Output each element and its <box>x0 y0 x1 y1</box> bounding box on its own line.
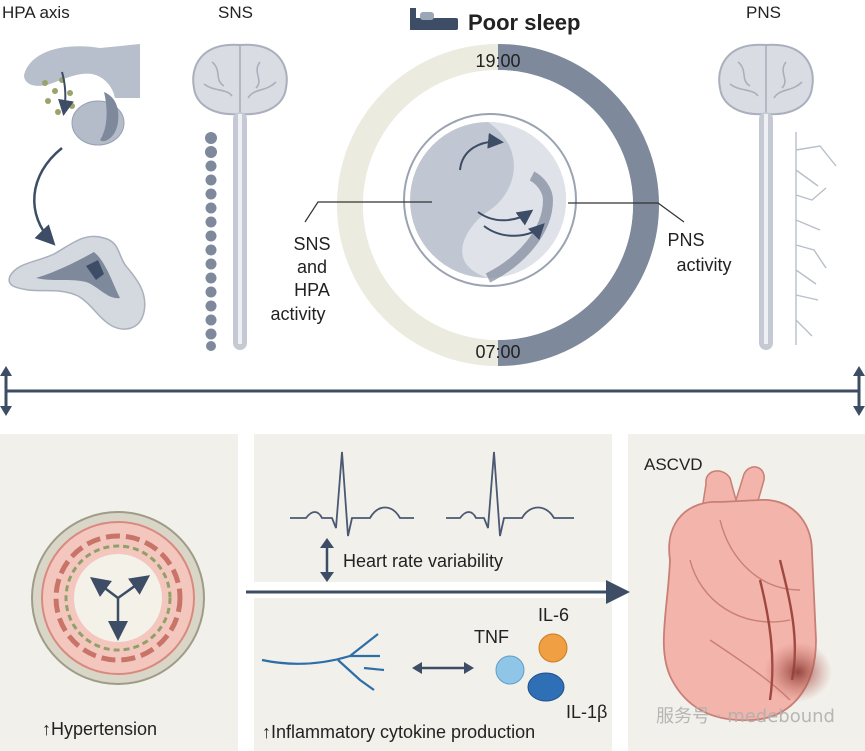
sns-hpa-activity-label: SNS and HPA activity <box>270 234 330 324</box>
ecg-trace-right <box>446 451 574 537</box>
il1b-molecule <box>527 672 565 702</box>
tnf-label: TNF <box>474 627 509 647</box>
clock-label-07: 07:00 <box>475 342 520 362</box>
svg-text:activity: activity <box>270 304 325 324</box>
il6-molecule <box>538 633 568 663</box>
hrv-label: Heart rate variability <box>343 551 503 571</box>
sns-brain-spine-icon <box>192 43 288 351</box>
sns-leader-line <box>304 201 432 223</box>
sns-title: SNS <box>218 3 253 22</box>
bed-icon <box>410 8 458 30</box>
svg-text:SNS: SNS <box>293 234 330 254</box>
ecg-trace-left <box>290 451 414 537</box>
sleep-clock: 19:00 07:00 <box>337 44 659 366</box>
blood-vessel-cross-section <box>31 511 205 685</box>
hpa-axis-title: HPA axis <box>2 3 70 22</box>
pns-title: PNS <box>746 3 781 22</box>
nerve-fiber-icon <box>261 633 385 691</box>
hypothalamus-pituitary-icon <box>24 44 140 146</box>
hypertension-label: ↑Hypertension <box>42 719 157 739</box>
poor-sleep-title: Poor sleep <box>468 10 580 35</box>
divider-double-arrow <box>0 366 865 416</box>
hpa-flow-arrow <box>33 147 63 246</box>
pns-activity-label: PNS activity <box>667 230 731 275</box>
adrenal-gland-icon <box>8 235 146 330</box>
hrv-panel <box>254 434 612 582</box>
watermark-text: 服务号 · medebound <box>656 706 835 727</box>
svg-text:and: and <box>297 257 327 277</box>
inflammatory-label: ↑Inflammatory cytokine production <box>262 722 535 742</box>
tnf-molecule <box>495 655 525 685</box>
clock-label-19: 19:00 <box>475 51 520 71</box>
ascvd-label: ASCVD <box>644 455 703 474</box>
svg-text:activity: activity <box>676 255 731 275</box>
pns-leader-line <box>568 202 685 223</box>
heart-illustration <box>662 466 832 722</box>
il6-label: IL-6 <box>538 605 569 625</box>
svg-text:HPA: HPA <box>294 280 330 300</box>
pns-brain-spine-icon <box>718 43 837 350</box>
il1b-label: IL-1β <box>566 702 607 722</box>
svg-text:PNS: PNS <box>667 230 704 250</box>
